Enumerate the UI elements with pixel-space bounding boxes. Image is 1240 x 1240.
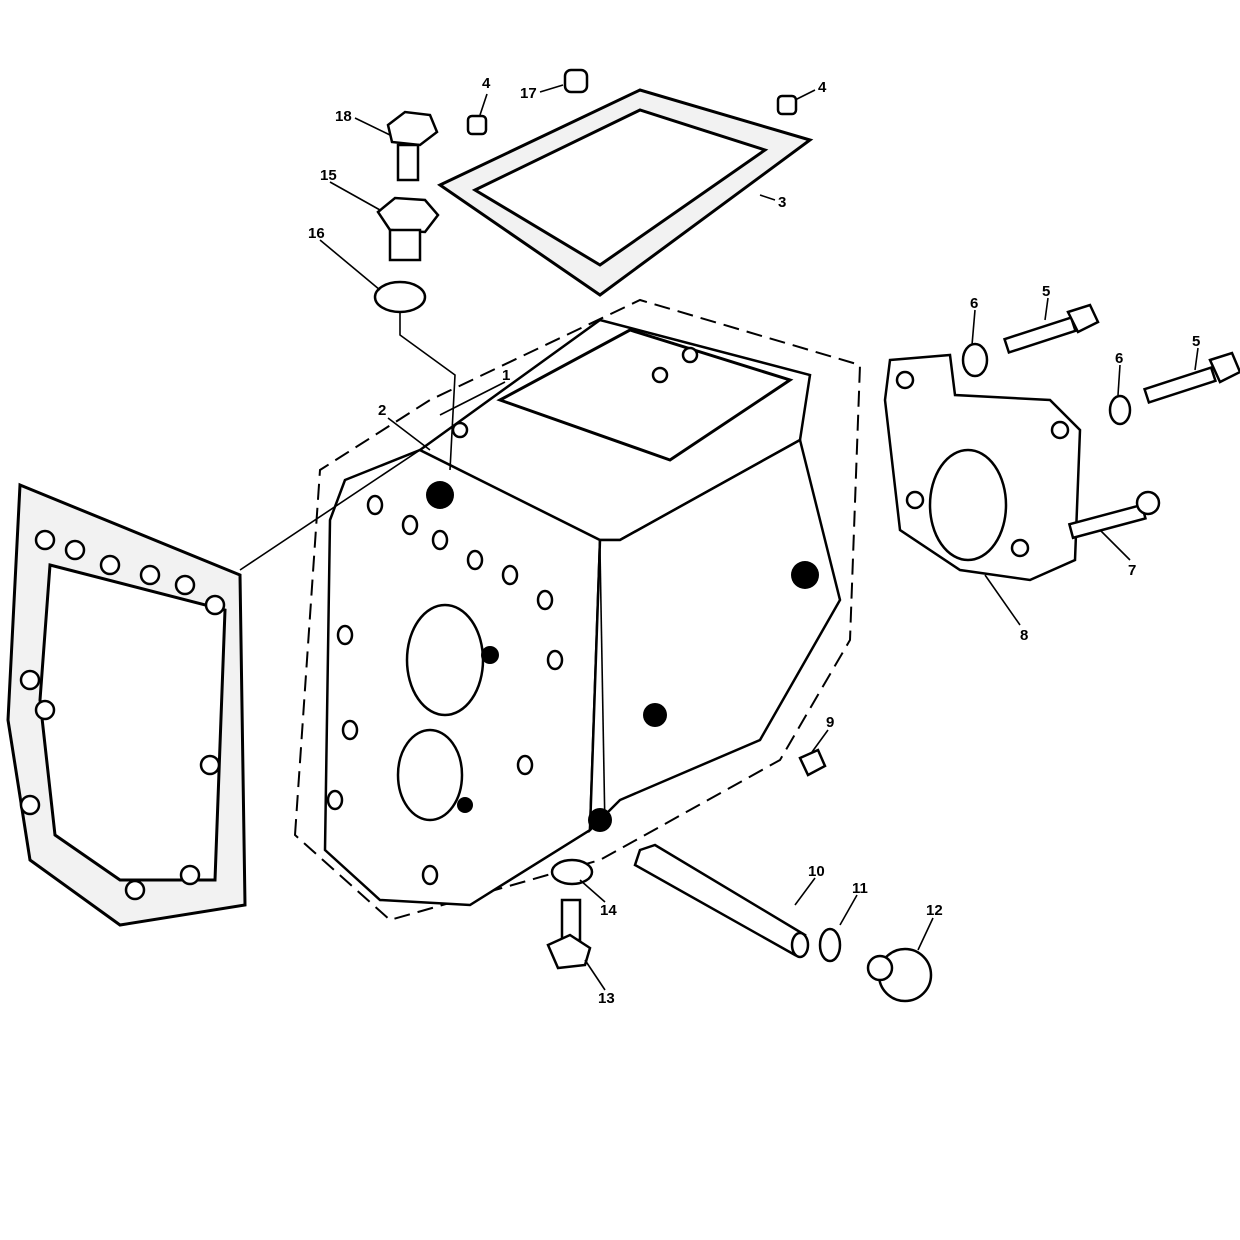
callout-2: 2 [378,402,386,419]
callout-13: 13 [598,990,615,1007]
callout-4: 4 [482,75,491,92]
dowel-4a [466,114,488,136]
plug-12 [866,947,933,1003]
bolt-7 [1067,490,1161,540]
callout-16: 16 [308,225,325,242]
plug-9 [798,748,827,777]
top-gasket [437,88,814,297]
callout-10: 10 [808,863,825,880]
front-gasket [6,482,247,927]
dowel-4b [776,94,798,116]
callout-6: 6 [970,295,978,312]
leader-lines [239,84,1199,991]
callout-18: 18 [335,108,352,125]
washer-14 [550,858,594,886]
bolt-5a [1002,303,1100,355]
shaft-10 [633,843,810,959]
side-cover-plate [883,353,1082,582]
callout-9: 9 [826,714,834,731]
callout-17: 17 [520,85,537,102]
washer-11 [818,927,842,963]
callout-12: 12 [926,902,943,919]
callout-7: 7 [1128,562,1136,579]
plug-17 [563,68,589,94]
washer-6b [1108,394,1132,426]
callout-5: 5 [1192,333,1200,350]
callout-6: 6 [1115,350,1123,367]
callout-4: 4 [818,79,827,96]
drain-plug-13 [546,898,592,970]
callout-3: 3 [778,194,786,211]
callout-8: 8 [1020,627,1028,644]
callout-14: 14 [600,902,617,919]
callout-5: 5 [1042,283,1050,300]
switch-18 [386,110,439,182]
callout-1: 1 [502,367,510,384]
washer-6a [961,342,989,378]
callout-11: 11 [852,880,868,897]
callout-15: 15 [320,167,337,184]
bolt-5b [1142,351,1240,405]
washer-16 [373,280,427,314]
filler-plug-15 [376,196,440,262]
gearbox-casing [323,318,842,907]
